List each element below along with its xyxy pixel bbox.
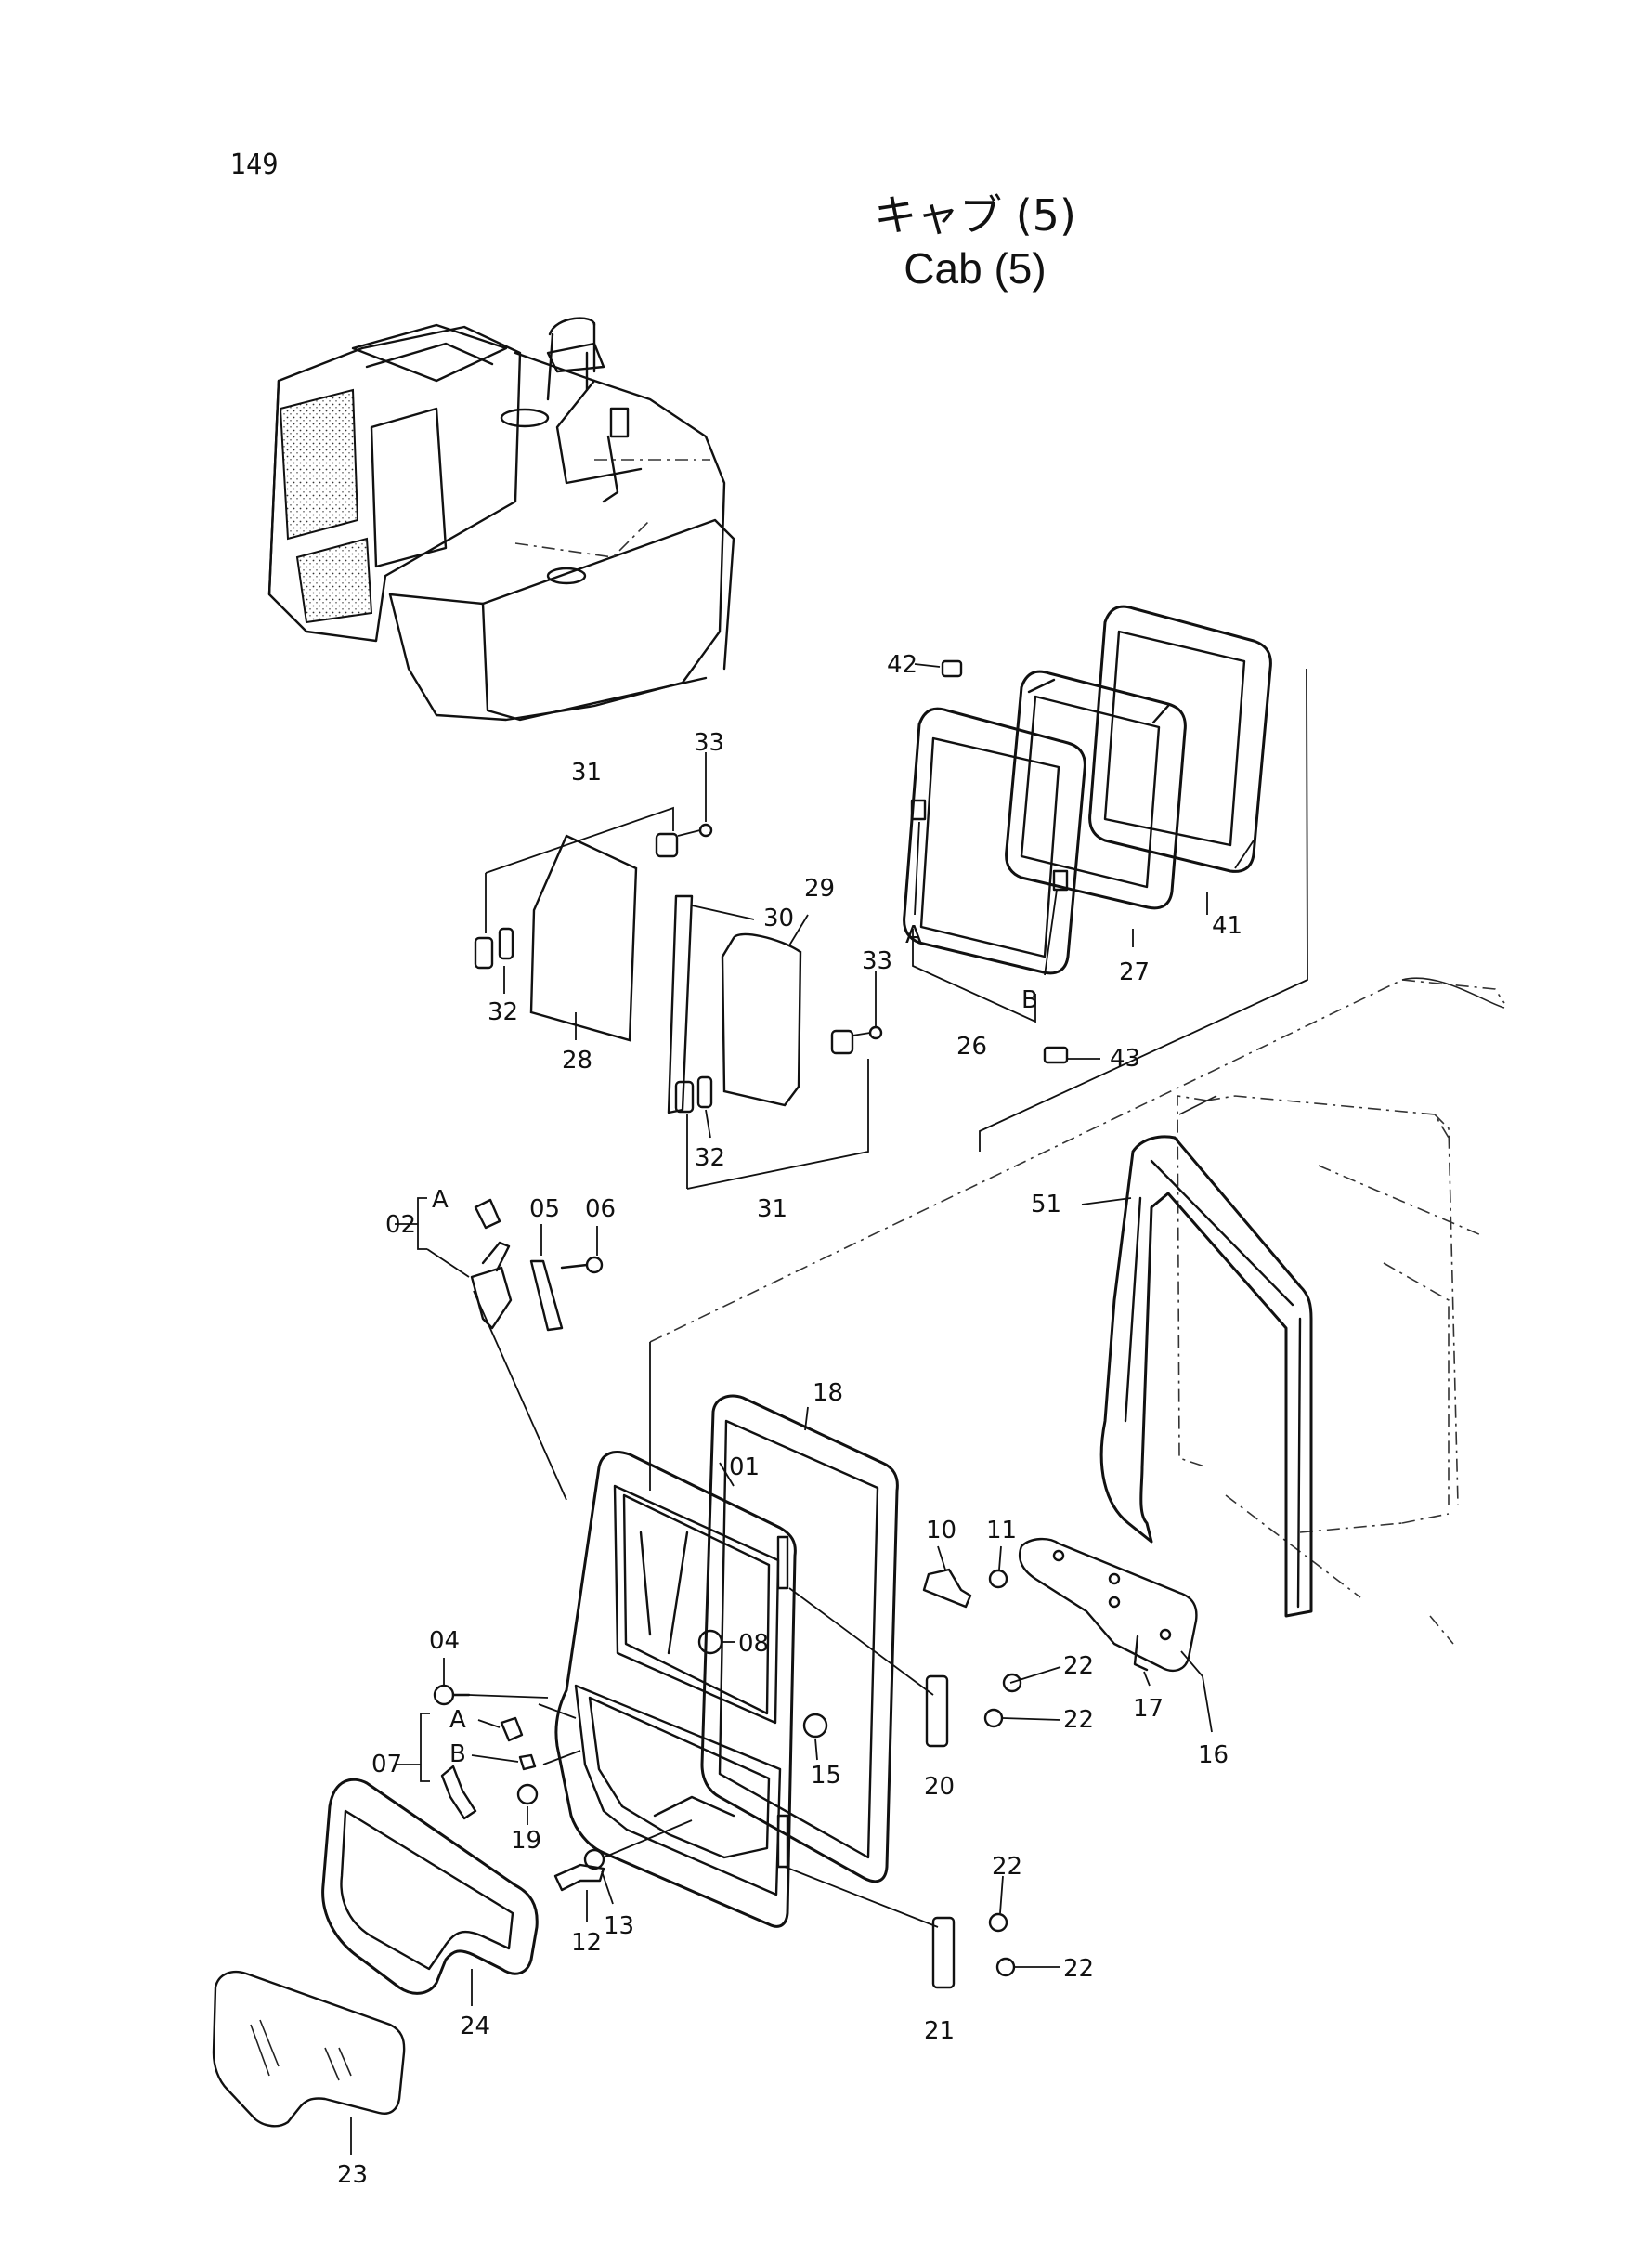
lower-glass-group	[212, 1778, 539, 2155]
label-24: 24	[460, 2013, 490, 2040]
label-06: 06	[585, 1195, 616, 1223]
label-08: 08	[738, 1630, 769, 1658]
label-28: 28	[562, 1047, 592, 1075]
label-31-lower: 31	[757, 1195, 787, 1223]
label-33-lower: 33	[862, 947, 892, 975]
page-number: 149	[230, 149, 279, 181]
label-41: 41	[1212, 912, 1242, 940]
label-26: 26	[956, 1033, 987, 1061]
label-A-frame: A	[905, 921, 922, 949]
label-B-frame: B	[1021, 986, 1038, 1014]
label-22-upper-a: 22	[1063, 1652, 1094, 1680]
label-12: 12	[571, 1929, 602, 1957]
label-A-handle: A	[449, 1706, 466, 1734]
latch-group	[395, 1197, 604, 1332]
label-29: 29	[804, 875, 835, 903]
label-16: 16	[1198, 1741, 1229, 1769]
door-seal-51	[1081, 1135, 1313, 1618]
label-13: 13	[604, 1912, 634, 1940]
label-04: 04	[429, 1627, 460, 1655]
label-23: 23	[337, 2161, 368, 2189]
hinge-plate-group	[697, 1537, 1213, 1989]
label-27: 27	[1119, 958, 1150, 986]
label-30: 30	[763, 905, 794, 932]
cab-body-outline	[649, 977, 1505, 1645]
part-labels: 31 33 32 28 30 29 33 32 31 42 41 27 A B …	[337, 651, 1242, 2189]
label-42: 42	[887, 651, 917, 679]
label-22-lower-b: 22	[1063, 1955, 1094, 1983]
machine-overview	[267, 317, 735, 722]
label-43: 43	[1110, 1045, 1140, 1073]
label-33-upper: 33	[694, 729, 724, 757]
label-51: 51	[1031, 1191, 1061, 1218]
title-english: Cab (5)	[904, 244, 1047, 293]
label-10: 10	[926, 1517, 956, 1544]
label-19: 19	[511, 1827, 541, 1855]
label-A-latch: A	[432, 1186, 449, 1214]
lower-left-parts	[397, 1658, 693, 1922]
label-17: 17	[1133, 1695, 1164, 1723]
window-frame-group	[903, 605, 1308, 1152]
label-01: 01	[729, 1453, 760, 1481]
label-15: 15	[811, 1762, 841, 1790]
label-31-upper: 31	[571, 759, 602, 787]
title-japanese: キャブ (5)	[874, 190, 1076, 241]
label-11: 11	[986, 1517, 1017, 1544]
label-B-handle: B	[449, 1740, 466, 1768]
label-22-lower-a: 22	[992, 1853, 1022, 1881]
label-18: 18	[813, 1379, 843, 1407]
label-02: 02	[385, 1211, 416, 1239]
label-32-upper: 32	[488, 998, 518, 1026]
sliding-glass-group	[474, 752, 883, 1190]
label-05: 05	[529, 1195, 560, 1223]
label-07: 07	[371, 1751, 402, 1778]
door-assembly	[473, 1290, 899, 1928]
label-20: 20	[924, 1773, 955, 1801]
label-22-upper-b: 22	[1063, 1706, 1094, 1734]
label-32-lower: 32	[695, 1144, 725, 1172]
label-21: 21	[924, 2017, 955, 2045]
